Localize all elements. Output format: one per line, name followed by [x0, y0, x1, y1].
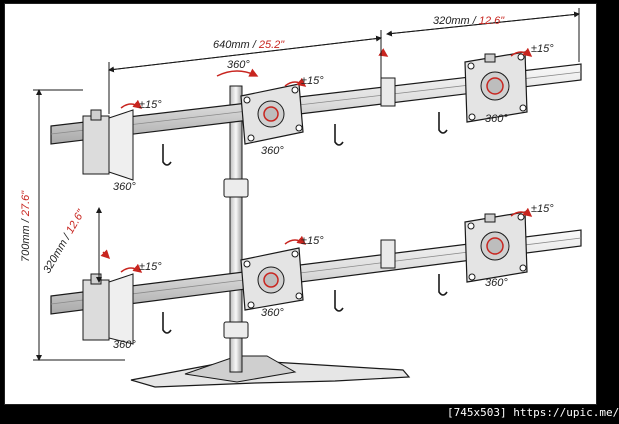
stand-pole [229, 85, 243, 373]
tilt-label-upper-left: ±15° [139, 99, 162, 111]
tilt-label-lower-center: ±15° [301, 235, 324, 247]
vesa-plate-lower-center [240, 247, 304, 311]
rotation-label-lower-center: 360° [261, 307, 284, 319]
diagram-frame: 640mm / 25.2" 320mm / 12.6" 700mm / 27.6… [4, 3, 597, 405]
vesa-plate-lower-left [82, 273, 134, 345]
image-source-caption: [745x503] https://upic.me/ [447, 406, 619, 419]
tilt-label-upper-right: ±15° [531, 43, 554, 55]
rotation-label-upper-center: 360° [261, 145, 284, 157]
rotation-arcs [100, 47, 533, 273]
rotation-label-lower-left: 360° [113, 339, 136, 351]
lower-bar-joint [380, 239, 396, 269]
pole-clamp-upper [223, 178, 249, 198]
pole-clamp-lower [223, 321, 249, 339]
lower-cable-hooks [162, 274, 448, 334]
tilt-label-lower-right: ±15° [531, 203, 554, 215]
rotation-label-lower-right: 360° [485, 277, 508, 289]
vesa-plate-upper-left [82, 109, 134, 181]
vesa-plate-lower-right [464, 211, 528, 283]
rotation-label-upper-left: 360° [113, 181, 136, 193]
upper-cable-hooks [162, 112, 448, 166]
height-dimension-label: 700mm / 27.6" [20, 190, 32, 262]
vesa-plate-upper-right [464, 51, 528, 123]
upper-bar-joint [380, 77, 396, 107]
vesa-plate-upper-center [240, 83, 304, 145]
rotation-label-upper-right: 360° [485, 113, 508, 125]
vertical-spacing-dimension-label: 320mm / 12.6" [41, 207, 88, 276]
pole-rotation-label: 360° [227, 59, 250, 71]
tilt-label-upper-center: ±15° [301, 75, 324, 87]
width-dimension-label: 640mm / 25.2" [213, 39, 285, 51]
spacing-dimension-label: 320mm / 12.6" [433, 15, 505, 27]
monitor-stand-diagram: 640mm / 25.2" 320mm / 12.6" 700mm / 27.6… [20, 8, 582, 388]
tilt-label-lower-left: ±15° [139, 261, 162, 273]
dimension-lines [33, 8, 580, 361]
